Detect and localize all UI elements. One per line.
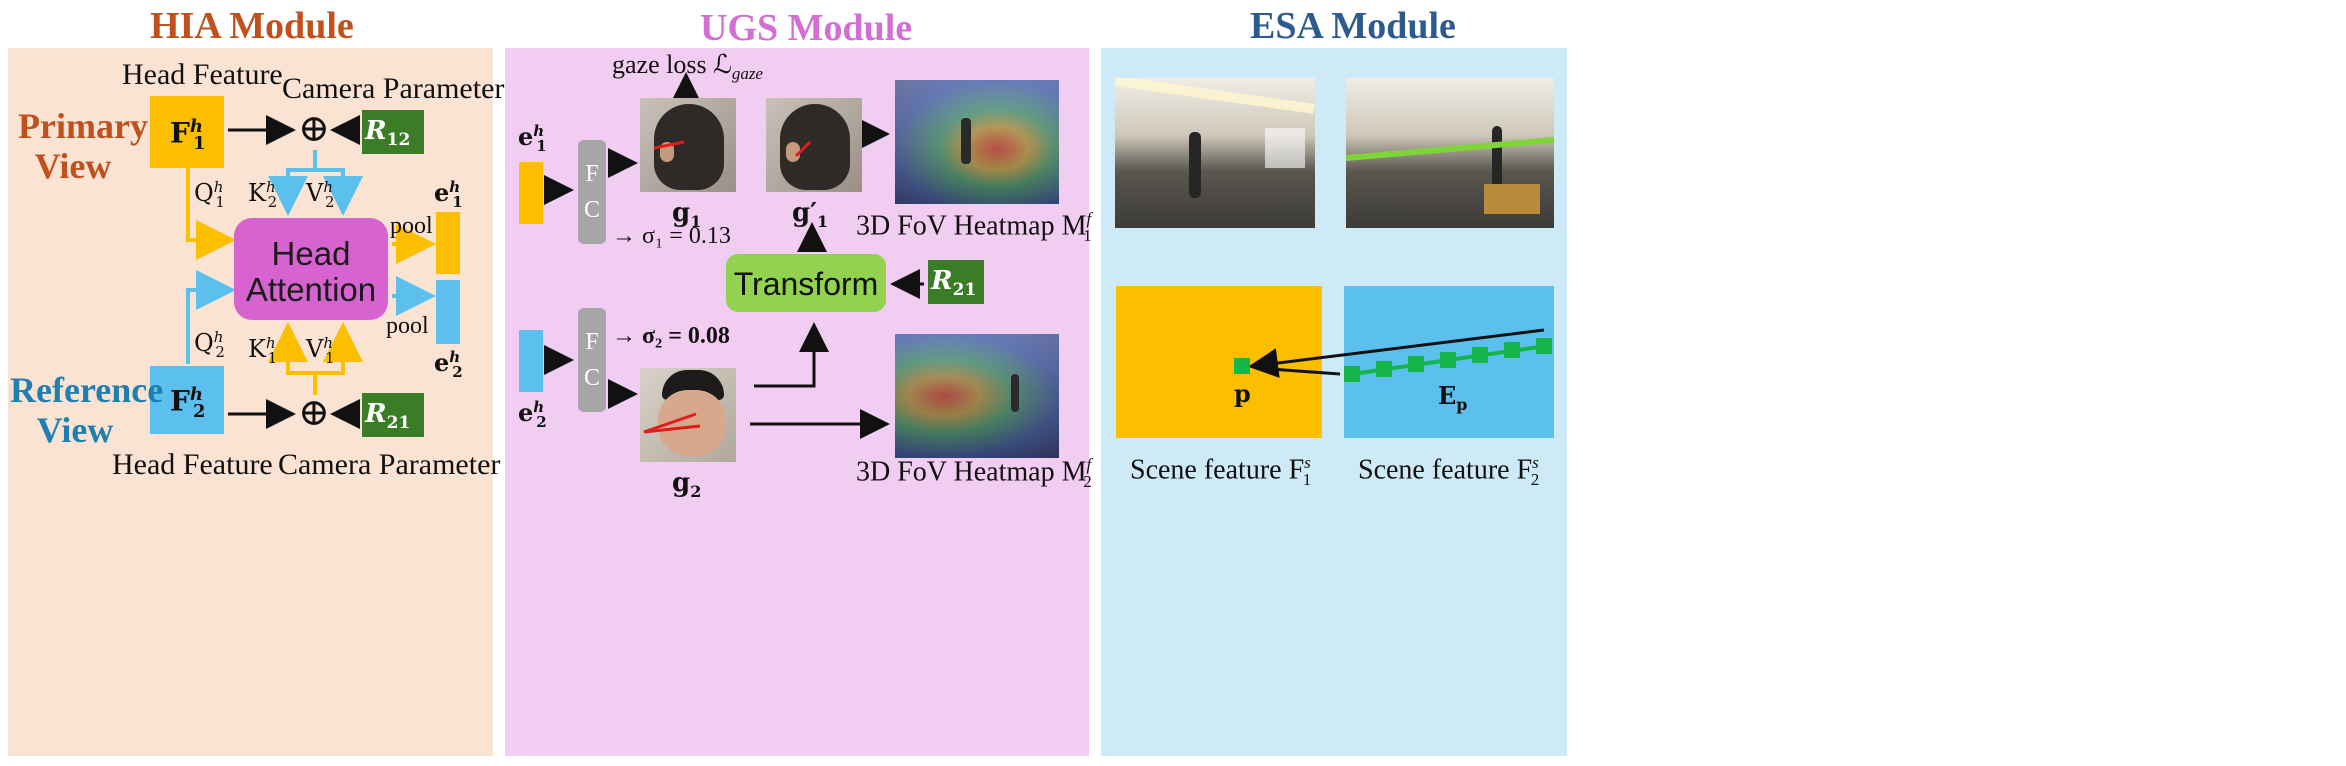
q2h-label: Qh2 — [194, 328, 225, 361]
r21-block-hia — [362, 393, 424, 437]
r12-block — [362, 110, 424, 154]
head-feature-bottom-label: Head Feature — [112, 448, 273, 481]
ugs-e2h-block — [519, 330, 543, 392]
ugs-e1h-block — [519, 162, 543, 224]
head-image-g1-prime — [766, 98, 862, 192]
g1-label: g1 — [672, 198, 702, 232]
heatmap-2 — [895, 334, 1059, 458]
scene-image-1 — [1115, 78, 1315, 228]
f2h-feature-block — [150, 366, 224, 434]
point-p-marker — [1234, 358, 1250, 374]
gaze-loss-label: gaze loss ℒgaze — [612, 50, 763, 84]
f2h-label: Fh2 — [170, 384, 206, 422]
ep-label: Ep — [1438, 381, 1468, 414]
v1h-label: Vh1 — [306, 334, 335, 367]
oplus-top: ⊕ — [298, 108, 330, 150]
fc-top-block — [578, 140, 606, 244]
epipolar-point — [1504, 342, 1520, 358]
f1h-label: Fh1 — [170, 116, 206, 154]
r21-label-hia: R21 — [365, 399, 411, 434]
ugs-module-title: UGS Module — [700, 7, 913, 49]
hia-module-title: HIA Module — [150, 5, 354, 47]
fc-bottom-block — [578, 308, 606, 412]
e2h-embedding-block — [436, 280, 460, 344]
camera-parameter-bottom-label: Camera Parameter — [278, 448, 501, 481]
e2h-label-hia: eh2 — [434, 348, 463, 381]
oplus-bottom: ⊕ — [298, 392, 330, 434]
head-image-g2 — [640, 368, 736, 462]
e1h-embedding-block — [436, 212, 460, 274]
epipolar-point — [1408, 356, 1424, 372]
heatmap-1-caption: 3D FoV Heatmap Mf1 — [856, 209, 1092, 245]
epipolar-point — [1440, 352, 1456, 368]
e1h-label-hia: eh1 — [434, 178, 463, 211]
sigma2-label: → σ₂ = 0.08 — [612, 323, 730, 349]
esa-module-title: ESA Module — [1250, 5, 1456, 47]
heatmap-2-caption: 3D FoV Heatmap Mf2 — [856, 455, 1092, 491]
sigma1-label: → σ₁ = 0.13 — [612, 223, 731, 249]
g1-prime-label: g′1 — [792, 198, 829, 232]
head-feature-top-label: Head Feature — [122, 58, 283, 91]
scene-feature-2-caption: Scene feature Fs2 — [1358, 453, 1540, 489]
g2-label: g2 — [672, 468, 702, 502]
head-image-g1 — [640, 98, 736, 192]
epipolar-point — [1344, 366, 1360, 382]
f1h-feature-block — [150, 96, 224, 168]
k2h-label: Kh2 — [248, 178, 278, 211]
transform-block — [726, 254, 886, 312]
v2h-label: Vh2 — [306, 178, 335, 211]
epipolar-point — [1376, 361, 1392, 377]
scene-image-2 — [1346, 78, 1554, 228]
r21-label-ugs: R21 — [931, 266, 977, 301]
pool-bottom-label: pool — [386, 313, 429, 339]
q1h-label: Qh1 — [194, 178, 225, 211]
p-label: p — [1234, 379, 1251, 408]
scene-feature-1-caption: Scene feature Fs1 — [1130, 453, 1312, 489]
epipolar-point — [1536, 338, 1552, 354]
k1h-label: Kh1 — [248, 334, 278, 367]
heatmap-1 — [895, 80, 1059, 204]
ugs-e1h-label: eh1 — [518, 122, 547, 155]
transform-label: Transform — [733, 266, 879, 302]
camera-parameter-top-label: Camera Parameter — [282, 72, 505, 105]
epipolar-point — [1472, 347, 1488, 363]
head-attention-block — [234, 218, 388, 320]
r12-label: R12 — [365, 116, 411, 151]
pool-top-label: pool — [390, 213, 433, 239]
ugs-e2h-label: eh2 — [518, 398, 547, 431]
r21-block-ugs — [928, 260, 984, 304]
